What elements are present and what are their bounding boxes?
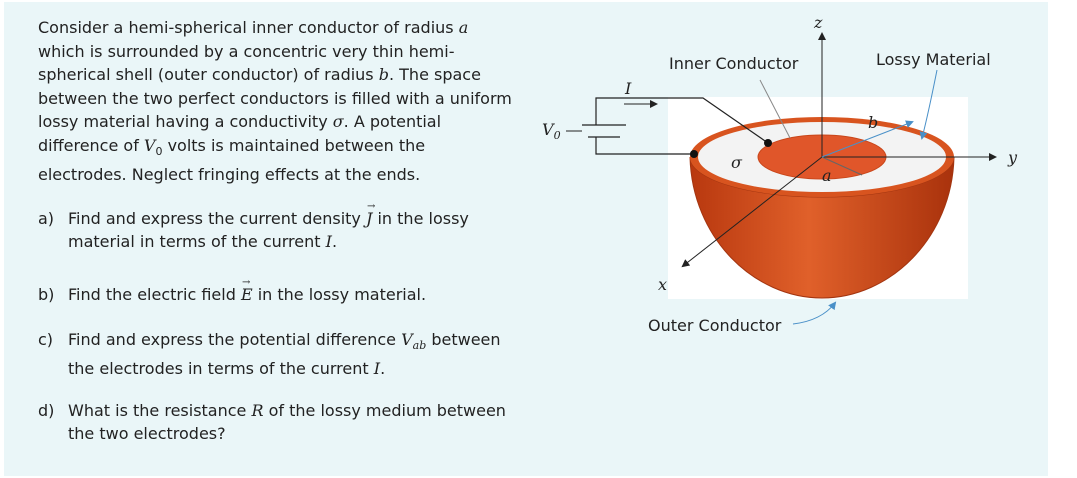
inner-conductor-pointer xyxy=(759,79,791,139)
wire-to-outer xyxy=(595,137,694,155)
outer-contact-dot xyxy=(690,150,698,158)
x-axis xyxy=(681,156,823,268)
outer-conductor-pointer xyxy=(792,301,837,325)
radius-a-line xyxy=(821,156,863,176)
lossy-material-label: Lossy Material xyxy=(876,50,991,69)
question-a: a)Find and express the current density J… xyxy=(38,195,558,253)
question-d: d)What is the resistance R of the lossy … xyxy=(38,401,506,443)
sigma-label: σ xyxy=(731,153,743,172)
inner-conductor-label: Inner Conductor xyxy=(669,54,799,73)
inner-contact-dot xyxy=(764,139,772,147)
y-axis-label: y xyxy=(1007,148,1018,167)
question-b: b)Find the electric field E in the lossy… xyxy=(38,271,558,306)
radius-b-arrow xyxy=(821,120,914,158)
x-axis-label: x xyxy=(658,275,667,294)
wire-to-inner xyxy=(595,97,769,144)
outer-conductor-label: Outer Conductor xyxy=(648,316,782,335)
question-c: c)Find and express the potential differe… xyxy=(38,330,501,379)
voltage-label: V0 xyxy=(542,120,561,142)
radius-b-label: b xyxy=(868,113,878,132)
lossy-material-pointer xyxy=(919,69,938,140)
problem-statement: Consider a hemi-spherical inner conducto… xyxy=(38,18,512,185)
current-label: I xyxy=(624,79,632,98)
z-axis-label: z xyxy=(813,13,823,32)
radius-a-label: a xyxy=(822,166,832,185)
